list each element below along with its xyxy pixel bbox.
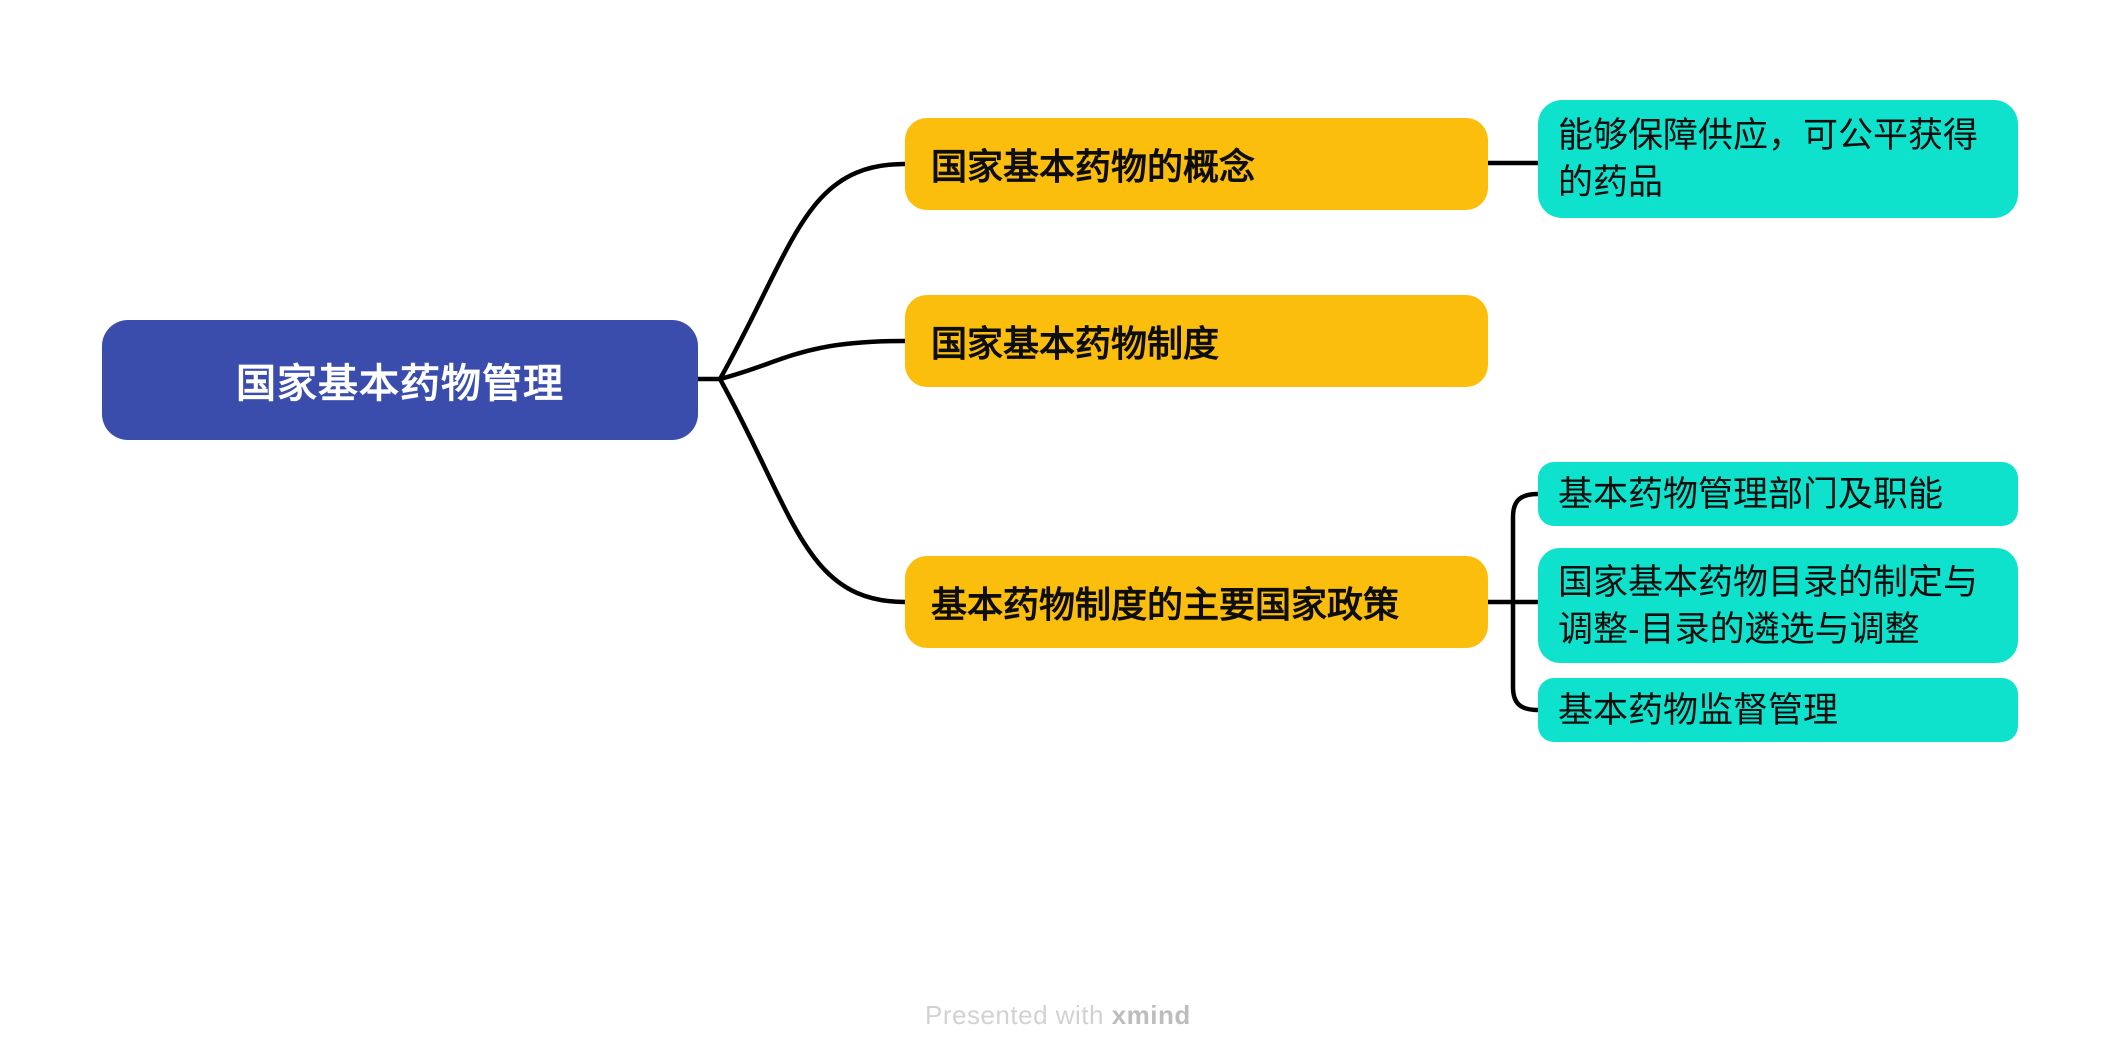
xmind-brand-label: xmind bbox=[1111, 1000, 1191, 1030]
connector-branch3-trunk bbox=[1510, 491, 1541, 713]
subtopic-label: 国家基本药物目录的制定与调整-目录的遴选与调整 bbox=[1558, 562, 1979, 649]
xmind-watermark: Presented with xmind bbox=[925, 1000, 1191, 1031]
main-topic-node-concept[interactable]: 国家基本药物的概念 bbox=[905, 118, 1488, 210]
main-topic-label: 基本药物制度的主要国家政策 bbox=[931, 584, 1400, 625]
main-topic-label: 国家基本药物的概念 bbox=[931, 146, 1256, 187]
subtopic-label: 基本药物监督管理 bbox=[1558, 690, 1839, 730]
subtopic-node-catalog[interactable]: 国家基本药物目录的制定与调整-目录的遴选与调整 bbox=[1538, 548, 2018, 663]
main-topic-label: 国家基本药物制度 bbox=[931, 323, 1220, 364]
subtopic-node-supervision[interactable]: 基本药物监督管理 bbox=[1538, 678, 2018, 742]
watermark-prefix: Presented with bbox=[925, 1000, 1112, 1030]
subtopic-node-supply[interactable]: 能够保障供应，可公平获得的药品 bbox=[1538, 100, 2018, 218]
subtopic-label: 基本药物管理部门及职能 bbox=[1558, 474, 1944, 514]
root-topic-label: 国家基本药物管理 bbox=[236, 362, 564, 406]
connector-root-to-branch-1 bbox=[717, 161, 908, 382]
main-topic-node-policy[interactable]: 基本药物制度的主要国家政策 bbox=[905, 556, 1488, 648]
subtopic-node-departments[interactable]: 基本药物管理部门及职能 bbox=[1538, 462, 2018, 526]
subtopic-label: 能够保障供应，可公平获得的药品 bbox=[1558, 116, 1979, 202]
root-topic-node[interactable]: 国家基本药物管理 bbox=[102, 320, 698, 440]
connector-root-to-branch-3 bbox=[717, 376, 908, 605]
connector-root-to-branch-2 bbox=[717, 338, 908, 382]
main-topic-node-system[interactable]: 国家基本药物制度 bbox=[905, 295, 1488, 387]
